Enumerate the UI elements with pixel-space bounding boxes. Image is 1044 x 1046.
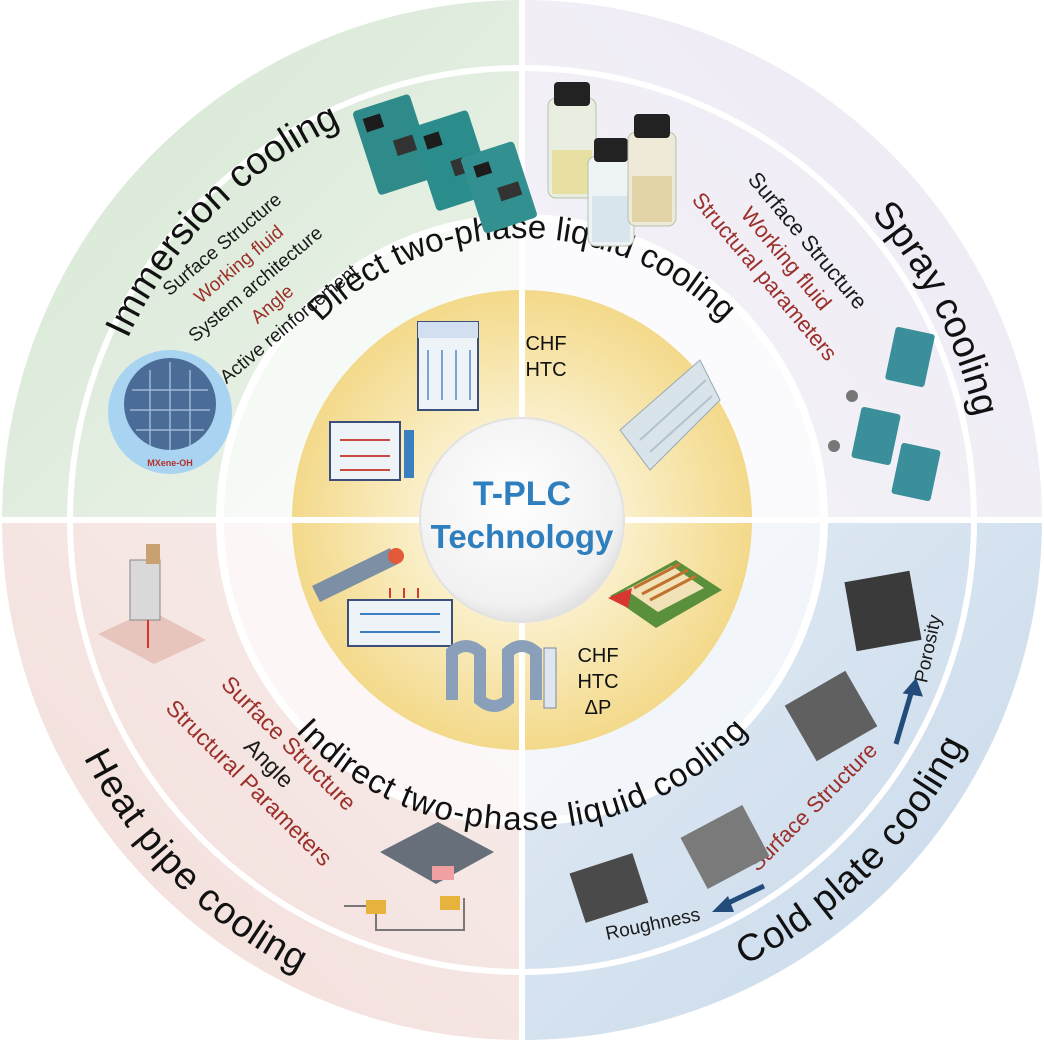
porosity-arrow	[893, 677, 923, 745]
indirect-loop-image	[347, 588, 453, 647]
indirect-metric: CHF	[577, 645, 618, 667]
direct-jet-image	[619, 359, 721, 471]
center-circle	[419, 417, 625, 623]
indirect-tube-image	[312, 548, 404, 602]
direct-metric: HTC	[525, 359, 566, 381]
center-title-line1: T-PLC	[473, 475, 571, 513]
indirect-metrics: CHF HTC ΔP	[577, 645, 618, 719]
mxene-inset-label: MXene-OH	[147, 458, 193, 468]
roughness-arrow	[712, 883, 766, 912]
indirect-serpentine-image	[446, 640, 557, 712]
direct-vessel-image	[417, 321, 479, 411]
spray-vials-image	[547, 82, 677, 247]
direct-metric: CHF	[525, 333, 566, 355]
direct-metrics: CHF HTC	[525, 333, 566, 381]
mxene-inset-image: MXene-OH	[108, 350, 232, 474]
direct-chamber-image	[329, 421, 414, 481]
indirect-metric: ΔP	[585, 697, 612, 719]
center-title-line2: Technology	[431, 518, 614, 555]
coldplate-sem-images	[569, 570, 922, 923]
heatpipe-rig-image	[98, 544, 206, 664]
indirect-chip-image	[608, 560, 722, 628]
indirect-metric: HTC	[577, 671, 618, 693]
heatpipe-board-image	[344, 822, 494, 931]
spray-boards-image	[828, 326, 941, 502]
immersion-boards-image	[353, 94, 537, 234]
